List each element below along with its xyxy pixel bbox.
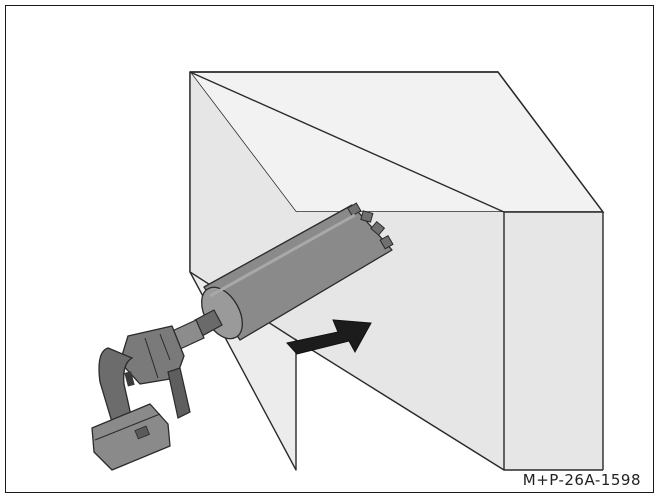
figure-reference-code: M+P-26A-1598	[522, 471, 641, 489]
drill-side-handle	[167, 367, 191, 419]
drill-battery	[91, 403, 171, 471]
push-direction-arrow-icon	[286, 319, 372, 355]
diamond-core-bit-icon	[194, 202, 394, 341]
core-bit-segments	[346, 202, 394, 250]
wall-top-edge	[189, 71, 505, 213]
drill-trigger	[124, 371, 135, 387]
wall-side-face	[190, 72, 603, 470]
wall-top-right	[190, 71, 605, 213]
concrete-wall-icon	[189, 71, 605, 471]
cordless-core-drill-icon	[91, 319, 205, 471]
